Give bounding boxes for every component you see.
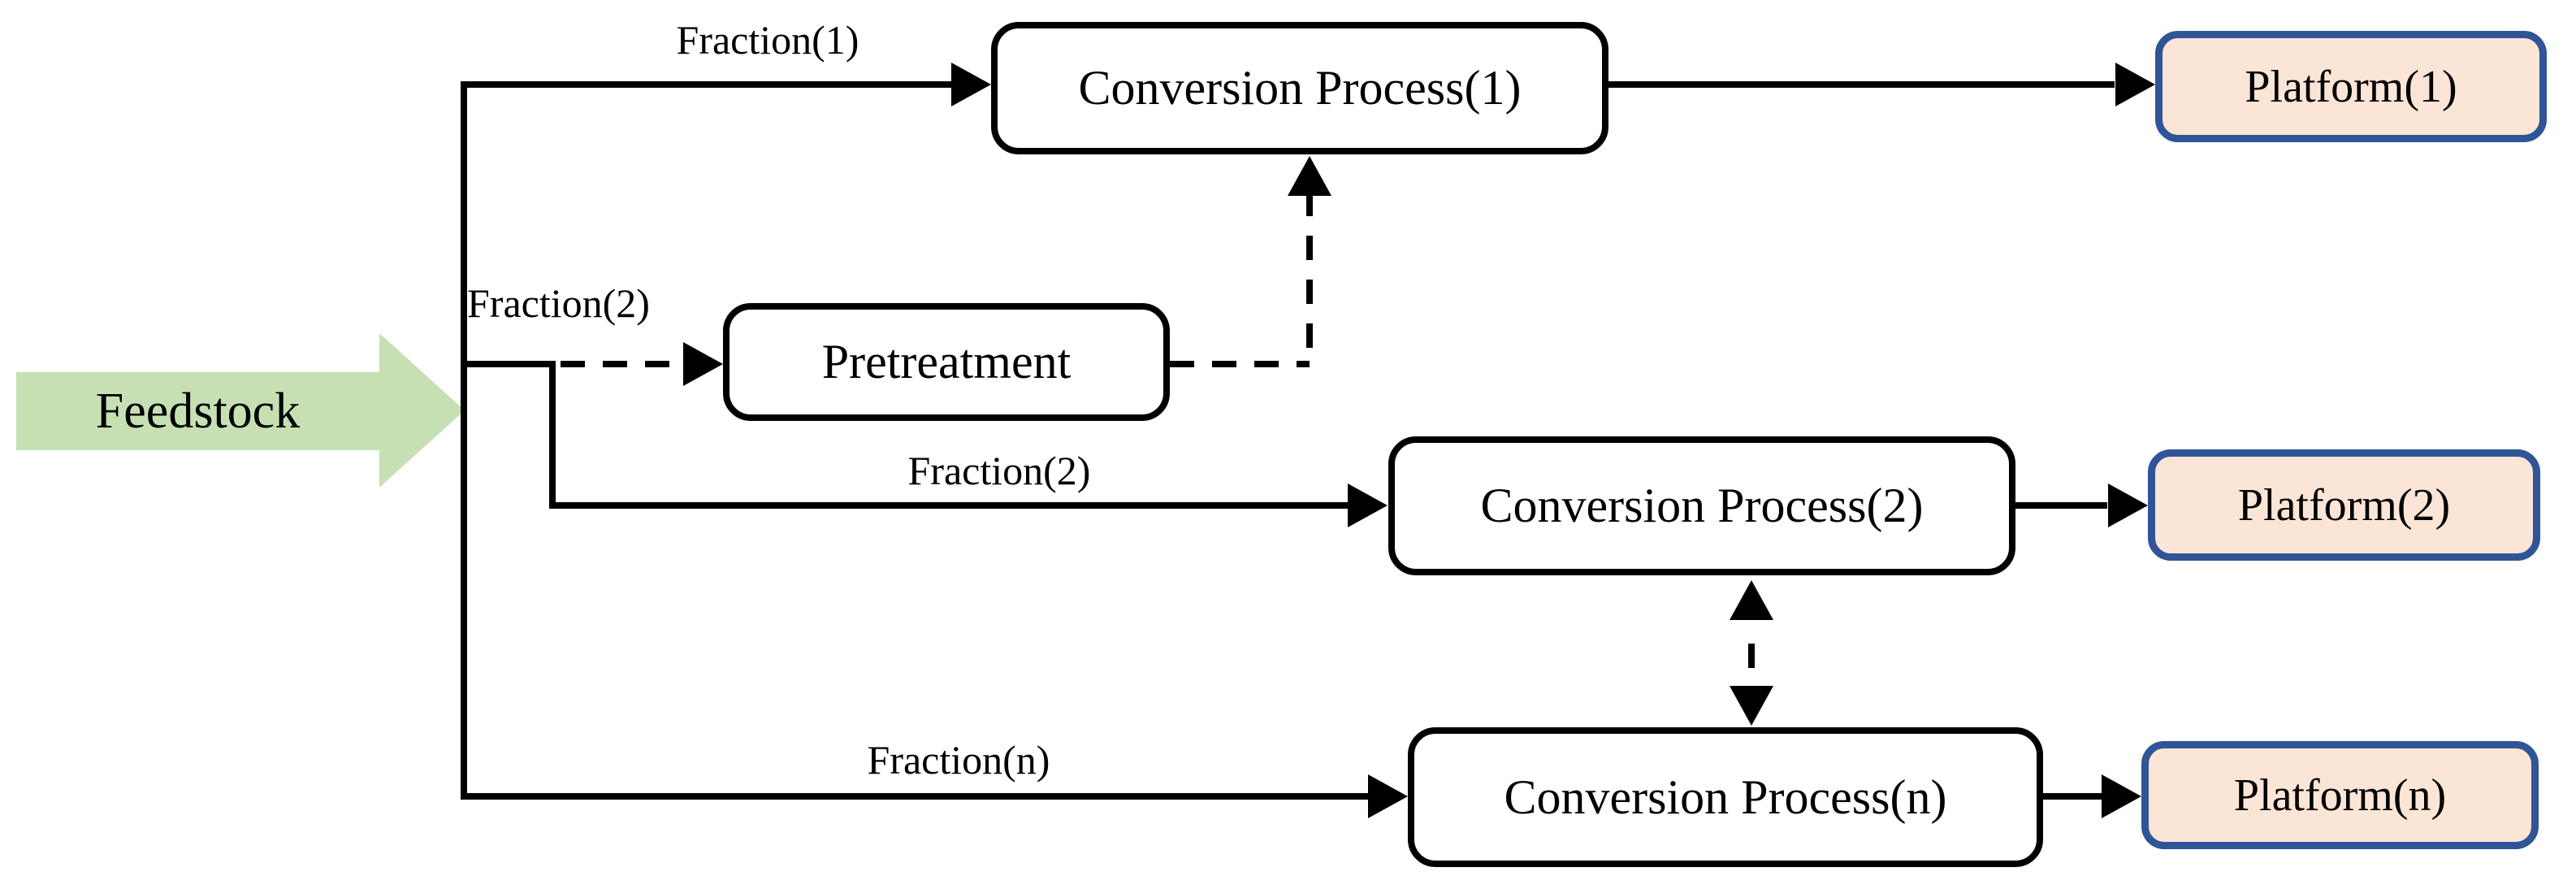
node-conversion-process-n: Conversion Process(n) — [1408, 727, 2043, 867]
node-platform-n: Platform(n) — [2141, 741, 2539, 849]
node-conversion-process-2: Conversion Process(2) — [1388, 436, 2015, 575]
connector-conversionN-platformN — [2043, 793, 2102, 800]
connector-fraction-n — [461, 793, 1368, 800]
connector-conversion1-platform1 — [1608, 81, 2115, 88]
arrowhead-right-icon — [2108, 484, 2148, 527]
connector-fraction2-stub — [461, 361, 556, 367]
feedstock-arrowhead-icon — [379, 333, 465, 488]
node-platform-1: Platform(1) — [2155, 31, 2547, 142]
connector-fraction1 — [461, 81, 951, 88]
edge-label-fraction-n: Fraction(n) — [867, 737, 1050, 783]
node-conversion-process-1: Conversion Process(1) — [991, 22, 1608, 154]
connector-trunk — [461, 81, 467, 800]
arrowhead-down-icon — [1730, 686, 1773, 726]
connector-fraction2 — [549, 502, 1348, 509]
arrowhead-right-icon — [951, 63, 991, 106]
arrowhead-right-icon — [2102, 774, 2141, 818]
node-platform-2: Platform(2) — [2148, 449, 2540, 561]
connector-conversion2-platform2 — [2015, 502, 2107, 509]
node-pretreatment: Pretreatment — [723, 303, 1170, 421]
connector-dashed-double-arrow — [1748, 644, 1755, 673]
arrowhead-right-icon — [2115, 63, 2155, 106]
edge-label-fraction-2-upper: Fraction(2) — [467, 280, 650, 326]
connector-dashed-from-pretreatment — [1170, 361, 1310, 367]
arrowhead-right-icon — [1368, 774, 1408, 818]
feedstock-label: Feedstock — [95, 383, 301, 439]
arrowhead-right-icon — [683, 342, 723, 386]
connector-fraction2-drop — [549, 361, 556, 509]
arrowhead-up-icon — [1288, 156, 1331, 196]
connector-dashed-to-pretreatment — [561, 361, 683, 367]
connector-dashed-up-to-conversion1 — [1306, 192, 1313, 364]
edge-label-fraction-1: Fraction(1) — [676, 17, 859, 63]
feedstock-arrow-body — [16, 372, 379, 450]
edge-label-fraction-2-lower: Fraction(2) — [907, 448, 1091, 493]
arrowhead-right-icon — [1348, 484, 1388, 527]
arrowhead-up-icon — [1730, 580, 1773, 620]
